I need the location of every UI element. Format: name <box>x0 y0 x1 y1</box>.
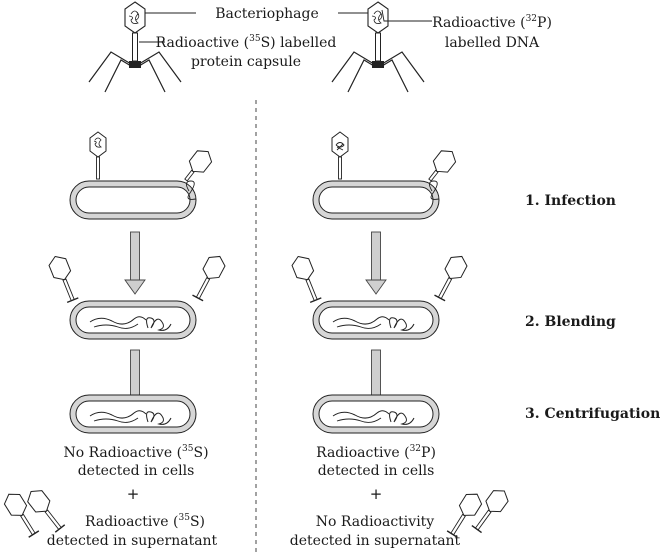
right-supernatant-phage-1 <box>443 488 486 540</box>
phage-large-right <box>331 1 425 93</box>
right-cells-result: Radioactive (32P) <box>316 444 436 461</box>
right-blending-phage-1 <box>289 252 325 305</box>
label-bacteriophage: Bacteriophage <box>215 6 319 22</box>
leader-labelled-dna <box>381 9 432 22</box>
left-supernatant-result: Radioactive (35S) <box>85 513 205 530</box>
left-infection-phage-labelled <box>89 131 107 180</box>
left-arrow-1 <box>124 231 146 295</box>
left-centrifuge-cell <box>69 394 197 434</box>
left-infection-cell <box>69 180 197 220</box>
right-arrow-1 <box>365 231 387 295</box>
left-plus: + <box>127 485 140 503</box>
right-infection-cell <box>312 180 440 220</box>
left-cells-result-line2: detected in cells <box>78 463 195 479</box>
left-blending-phage-2 <box>189 251 229 303</box>
right-supernatant-result-line2: detected in supernatant <box>290 533 461 549</box>
left-supernatant-result-line2: detected in supernatant <box>47 533 218 549</box>
label-labelled-dna: labelled DNA <box>445 35 540 51</box>
step-label-infection: 1. Infection <box>525 193 616 209</box>
right-blending-phage-2 <box>431 251 471 303</box>
step-label-centrifugation: 3. Centrifugation <box>525 406 660 422</box>
right-supernatant-result: No Radioactivity <box>316 514 435 530</box>
step-label-blending: 2. Blending <box>525 314 616 330</box>
left-blending-cell <box>69 300 197 340</box>
label-radioactive-p32: Radioactive (32P) <box>432 14 552 31</box>
right-infection-phage-labelled <box>331 131 349 180</box>
label-radioactive-s35: Radioactive (35S) labelled <box>156 34 337 51</box>
left-cells-result: No Radioactive (35S) <box>63 444 208 461</box>
right-blending-cell <box>312 300 440 340</box>
right-infection-phage-attached <box>428 150 457 182</box>
right-plus: + <box>370 485 383 503</box>
left-infection-phage-attached <box>184 150 213 182</box>
right-centrifuge-cell <box>312 394 440 434</box>
right-cells-result-line2: detected in cells <box>318 463 435 479</box>
label-protein-capsule: protein capsule <box>191 54 301 70</box>
left-blending-phage-1 <box>46 252 82 305</box>
phage-large-left <box>88 1 182 93</box>
